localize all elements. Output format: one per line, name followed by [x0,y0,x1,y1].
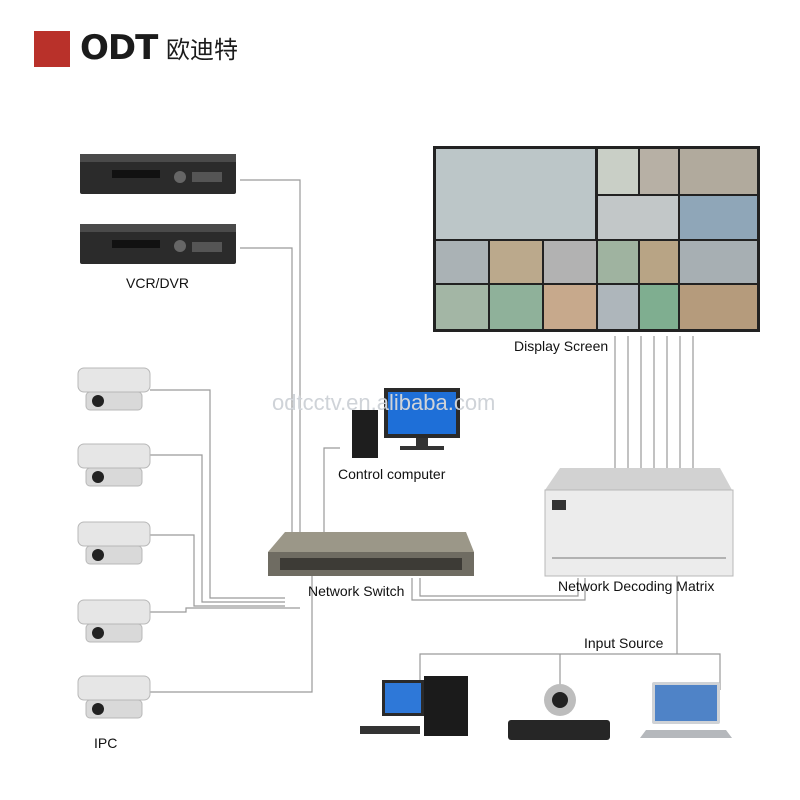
network-switch [268,532,474,576]
ipc-label: IPC [94,735,118,751]
dvr-device-1 [80,154,236,194]
display-screen-label: Display Screen [514,338,609,354]
control-computer-label: Control computer [338,466,446,482]
brand-logo-icon [34,31,70,67]
watermark: odtcctv.en.alibaba.com [272,390,496,415]
input-source-label: Input Source [584,635,664,651]
input-laptop [640,682,732,738]
network-switch-label: Network Switch [308,583,405,599]
brand-logo-cn: 欧迪特 [166,36,238,64]
input-conference-camera [508,684,610,740]
control-computer [352,388,460,458]
network-decoding-matrix [544,468,734,577]
display-screen [433,146,760,332]
ipc-camera-3 [77,521,151,565]
input-desktop-pc [360,676,468,736]
brand-logo-text: ODT [80,28,158,68]
dvr-device-2 [80,224,236,264]
ipc-camera-1 [77,367,151,411]
vcr-label: VCR/DVR [126,275,190,291]
ipc-camera-5 [77,675,151,719]
ipc-camera-4 [77,599,151,643]
ipc-camera-2 [77,443,151,487]
network-decoding-matrix-label: Network Decoding Matrix [558,578,715,594]
